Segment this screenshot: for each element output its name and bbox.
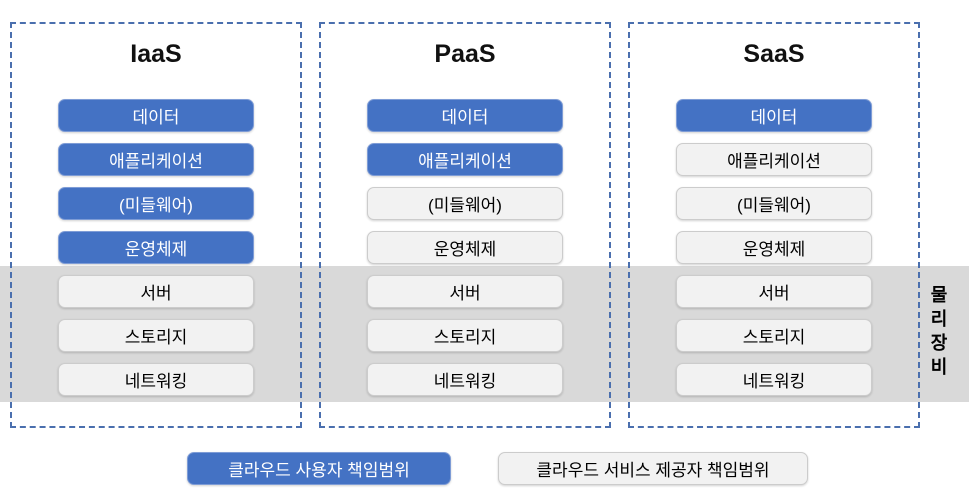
layer-box: 서버 [676,275,872,308]
layer-box: (미들웨어) [676,187,872,220]
layer-box: 스토리지 [367,319,563,352]
column-title: PaaS [434,40,496,68]
physical-equipment-label: 물 리 장 비 [930,285,948,377]
layer-box: 데이터 [58,99,254,132]
layer-box: 네트워킹 [676,363,872,396]
layer-box: 애플리케이션 [676,143,872,176]
layer-box: 네트워킹 [367,363,563,396]
layer-box: 스토리지 [676,319,872,352]
layer-box: 스토리지 [58,319,254,352]
layer-box: 데이터 [367,99,563,132]
layer-box: 애플리케이션 [367,143,563,176]
layer-box: 데이터 [676,99,872,132]
layer-box: 서버 [367,275,563,308]
column-title: IaaS [130,40,182,68]
layer-box: 운영체제 [676,231,872,264]
layer-box: 운영체제 [367,231,563,264]
layer-box: 서버 [58,275,254,308]
column-title: SaaS [743,40,805,68]
layer-box: 네트워킹 [58,363,254,396]
layer-box: 운영체제 [58,231,254,264]
layer-box: 애플리케이션 [58,143,254,176]
layer-box: (미들웨어) [367,187,563,220]
legend-cloud-user-responsibility: 클라우드 사용자 책임범위 [187,452,451,485]
legend-cloud-provider-responsibility: 클라우드 서비스 제공자 책임범위 [498,452,808,485]
layer-box: (미들웨어) [58,187,254,220]
